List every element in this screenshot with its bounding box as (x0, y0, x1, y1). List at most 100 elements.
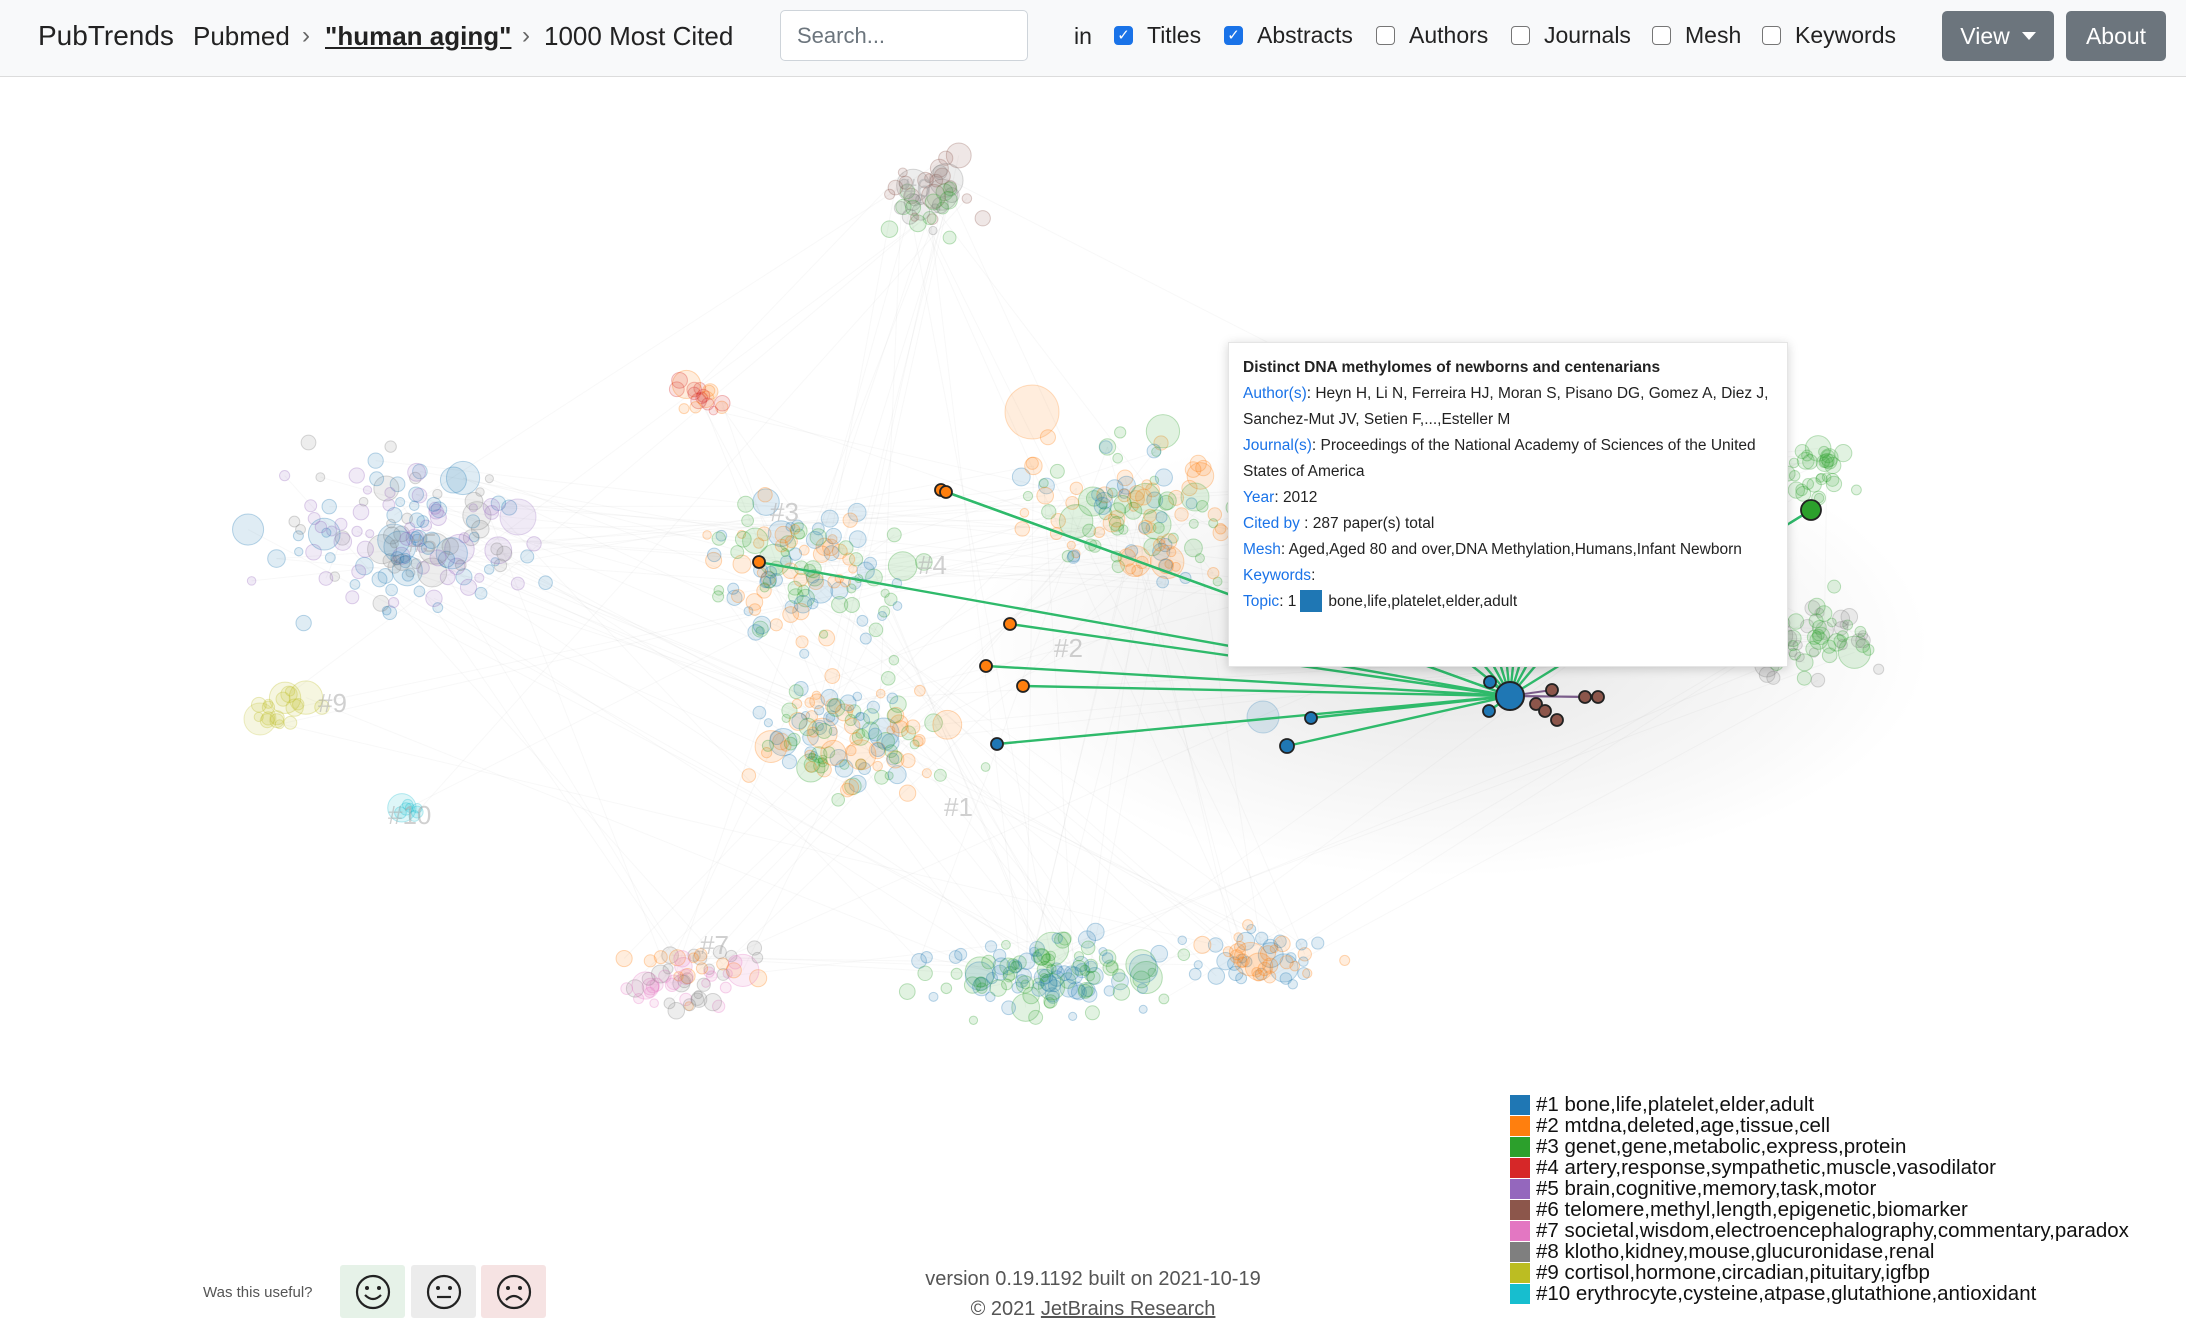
paper-node[interactable] (818, 629, 836, 647)
paper-node[interactable] (898, 175, 913, 190)
paper-node[interactable] (954, 947, 968, 961)
paper-node[interactable] (1038, 478, 1049, 489)
paper-node[interactable] (408, 500, 420, 511)
paper-node[interactable] (1857, 630, 1869, 641)
paper-node[interactable] (329, 571, 341, 582)
paper-node[interactable] (307, 517, 341, 551)
paper-node[interactable] (870, 742, 886, 758)
paper-node[interactable] (799, 648, 810, 659)
paper-node[interactable] (1153, 435, 1169, 451)
paper-node[interactable] (693, 989, 703, 1000)
paper-node[interactable] (1146, 443, 1162, 459)
paper-node[interactable] (1102, 513, 1122, 533)
titles-checkbox[interactable] (1114, 26, 1133, 45)
paper-node[interactable] (811, 719, 828, 736)
paper-node[interactable] (1143, 508, 1157, 523)
paper-node[interactable] (1030, 951, 1043, 963)
paper-node[interactable] (1821, 472, 1832, 483)
paper-node[interactable] (742, 527, 769, 554)
paper-node[interactable] (808, 750, 819, 761)
paper-node[interactable] (1833, 621, 1849, 636)
paper-node[interactable] (430, 501, 448, 519)
paper-node[interactable] (387, 793, 417, 823)
paper-node[interactable] (1787, 481, 1806, 499)
paper-node[interactable] (695, 391, 709, 405)
paper-node[interactable] (1235, 953, 1250, 968)
paper-node[interactable] (876, 732, 895, 751)
paper-node[interactable] (510, 576, 525, 591)
neighbor-paper-node[interactable] (1529, 697, 1543, 711)
paper-node[interactable] (705, 970, 718, 982)
paper-node[interactable] (847, 502, 867, 522)
paper-node[interactable] (823, 545, 840, 561)
paper-node[interactable] (484, 474, 494, 484)
paper-node[interactable] (823, 710, 839, 727)
paper-node[interactable] (1804, 435, 1832, 462)
paper-node[interactable] (1228, 965, 1244, 982)
paper-node[interactable] (1039, 973, 1049, 983)
paper-node[interactable] (972, 977, 992, 997)
paper-node[interactable] (1047, 979, 1062, 993)
paper-node[interactable] (1855, 638, 1870, 653)
paper-node[interactable] (791, 698, 803, 710)
paper-node[interactable] (382, 526, 401, 545)
paper-node[interactable] (753, 537, 765, 549)
paper-node[interactable] (880, 220, 899, 238)
paper-node[interactable] (1811, 620, 1827, 635)
paper-node[interactable] (889, 695, 907, 713)
paper-node[interactable] (1216, 951, 1235, 971)
paper-node[interactable] (980, 762, 991, 772)
paper-node[interactable] (769, 618, 783, 632)
paper-node[interactable] (1014, 974, 1029, 988)
paper-node[interactable] (425, 589, 443, 608)
paper-node[interactable] (929, 158, 949, 178)
paper-node[interactable] (874, 769, 889, 785)
paper-node[interactable] (420, 540, 435, 555)
neighbor-paper-node[interactable] (1482, 704, 1496, 718)
paper-node[interactable] (1269, 944, 1279, 954)
paper-node[interactable] (911, 202, 931, 221)
paper-node[interactable] (1168, 489, 1185, 506)
paper-node[interactable] (1154, 468, 1173, 487)
paper-node[interactable] (280, 685, 298, 703)
paper-node[interactable] (719, 981, 732, 994)
paper-node[interactable] (1819, 453, 1835, 469)
paper-node[interactable] (292, 530, 304, 542)
paper-node[interactable] (441, 537, 459, 555)
paper-node[interactable] (1795, 485, 1812, 502)
paper-node[interactable] (1807, 597, 1826, 616)
paper-node[interactable] (1138, 1004, 1148, 1014)
paper-node[interactable] (842, 552, 856, 566)
paper-node[interactable] (1825, 475, 1843, 493)
paper-node[interactable] (1814, 607, 1825, 618)
paper-node[interactable] (1024, 456, 1043, 476)
paper-node[interactable] (1837, 635, 1872, 669)
paper-node[interactable] (887, 765, 907, 785)
paper-node[interactable] (793, 594, 813, 614)
paper-node[interactable] (664, 977, 680, 992)
paper-node[interactable] (1048, 970, 1066, 987)
paper-node[interactable] (372, 594, 390, 612)
paper-node[interactable] (426, 496, 442, 512)
paper-node[interactable] (711, 531, 726, 546)
paper-node[interactable] (834, 758, 854, 778)
paper-node[interactable] (1207, 567, 1220, 580)
paper-node[interactable] (1019, 508, 1030, 518)
paper-node[interactable] (388, 596, 400, 609)
paper-node[interactable] (1040, 953, 1056, 968)
paper-node[interactable] (781, 702, 798, 719)
paper-node[interactable] (787, 580, 803, 596)
paper-node[interactable] (915, 553, 933, 571)
paper-node[interactable] (892, 720, 909, 737)
paper-node[interactable] (1184, 538, 1203, 558)
paper-node[interactable] (1071, 549, 1081, 559)
paper-node[interactable] (1792, 639, 1803, 651)
paper-node[interactable] (649, 998, 659, 1008)
paper-node[interactable] (295, 523, 306, 535)
paper-node[interactable] (1815, 605, 1833, 622)
paper-node[interactable] (1821, 647, 1838, 664)
paper-node[interactable] (899, 183, 916, 200)
paper-node[interactable] (1873, 663, 1885, 675)
paper-node[interactable] (1297, 967, 1311, 981)
paper-node[interactable] (382, 553, 398, 569)
